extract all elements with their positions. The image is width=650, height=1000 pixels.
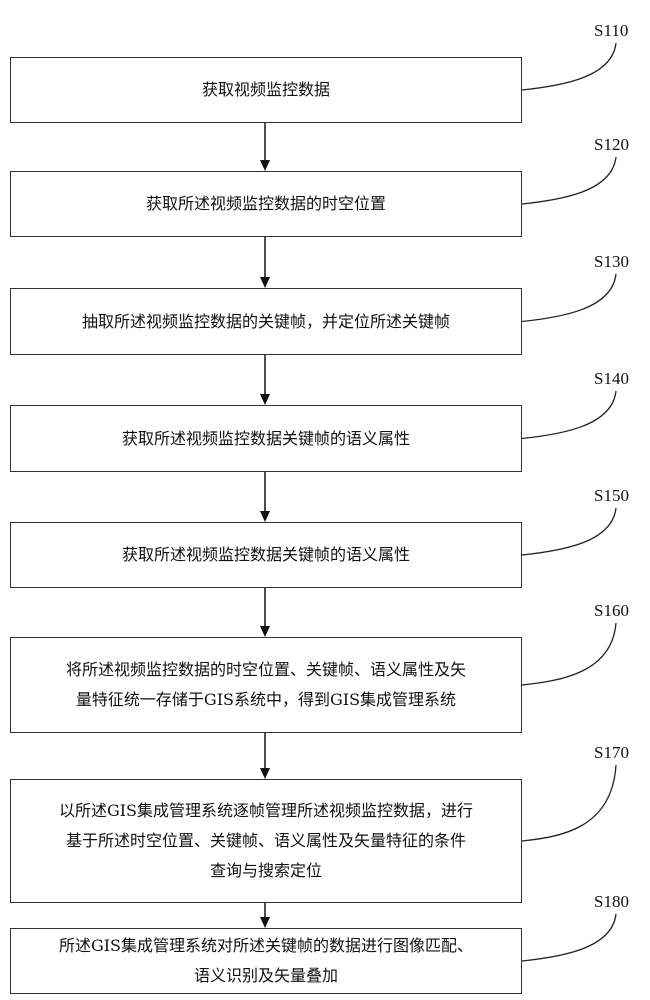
arrow-head-s110 bbox=[260, 160, 270, 171]
leader-line-s140 bbox=[521, 390, 617, 440]
step-label-s160: S160 bbox=[594, 601, 629, 620]
step-label-s110: S110 bbox=[594, 21, 629, 40]
leader-line-s150 bbox=[521, 507, 617, 556]
step-label-s120: S120 bbox=[594, 135, 629, 154]
arrow-head-s120 bbox=[260, 277, 270, 288]
arrow-head-s160 bbox=[260, 768, 270, 779]
step-box-s150: 获取所述视频监控数据关键帧的语义属性 bbox=[10, 522, 522, 588]
step-label-s150: S150 bbox=[594, 486, 629, 505]
step-box-s170: 以所述GIS集成管理系统逐帧管理所述视频监控数据，进行 基于所述时空位置、关键帧… bbox=[10, 779, 522, 903]
step-label-s130: S130 bbox=[594, 252, 629, 271]
leader-line-s130 bbox=[521, 273, 617, 323]
step-box-s140: 获取所述视频监控数据关键帧的语义属性 bbox=[10, 405, 522, 472]
step-label-s170: S170 bbox=[594, 743, 629, 762]
arrow-head-s150 bbox=[260, 626, 270, 637]
step-box-s180: 所述GIS集成管理系统对所述关键帧的数据进行图像匹配、 语义识别及矢量叠加 bbox=[10, 928, 522, 994]
step-box-s160: 将所述视频监控数据的时空位置、关键帧、语义属性及矢 量特征统一存储于GIS系统中… bbox=[10, 637, 522, 733]
leader-line-s170 bbox=[521, 764, 617, 842]
leader-line-s110 bbox=[521, 42, 617, 91]
leader-line-s160 bbox=[521, 622, 617, 686]
arrow-head-s130 bbox=[260, 394, 270, 405]
step-box-s130: 抽取所述视频监控数据的关键帧，并定位所述关键帧 bbox=[10, 288, 522, 355]
leader-line-s120 bbox=[521, 156, 617, 205]
arrow-head-s140 bbox=[260, 511, 270, 522]
step-label-s140: S140 bbox=[594, 369, 629, 388]
arrow-head-s170 bbox=[260, 917, 270, 928]
step-box-s120: 获取所述视频监控数据的时空位置 bbox=[10, 171, 522, 237]
leader-line-s180 bbox=[521, 913, 617, 962]
step-label-s180: S180 bbox=[594, 892, 629, 911]
step-box-s110: 获取视频监控数据 bbox=[10, 57, 522, 123]
